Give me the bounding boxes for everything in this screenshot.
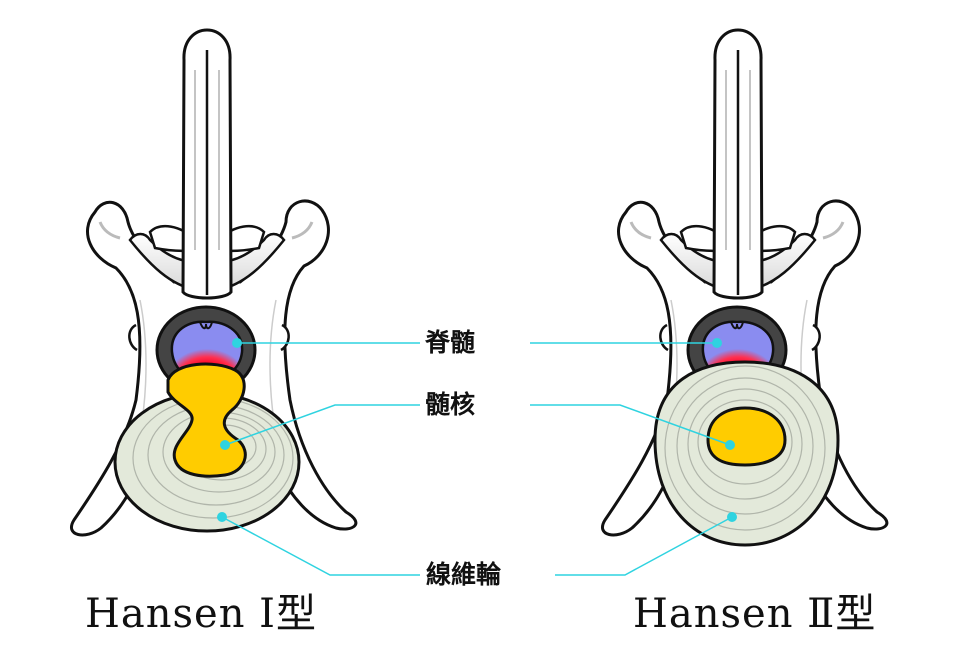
leader-nucleus-right [530,404,731,446]
vertebra-type1 [69,28,358,537]
label-annulus-fibrosus: 線維輪 [426,560,502,589]
leader-nucleus-left [224,404,420,446]
leader-lines [221,342,733,576]
title-hansen-type2: Hansen Ⅱ型 [633,591,877,637]
vertebra-type2 [600,28,889,547]
annulus-rings [664,365,826,531]
leader-dots [217,338,737,522]
title-hansen-type1: Hansen Ⅰ型 [85,591,317,637]
label-nucleus-pulposus: 髄核 [425,390,476,419]
nucleus-bulging [706,406,787,467]
leader-annulus-right [555,516,733,576]
label-spinal-cord: 脊髄 [425,328,476,357]
leader-annulus-left [221,516,420,576]
